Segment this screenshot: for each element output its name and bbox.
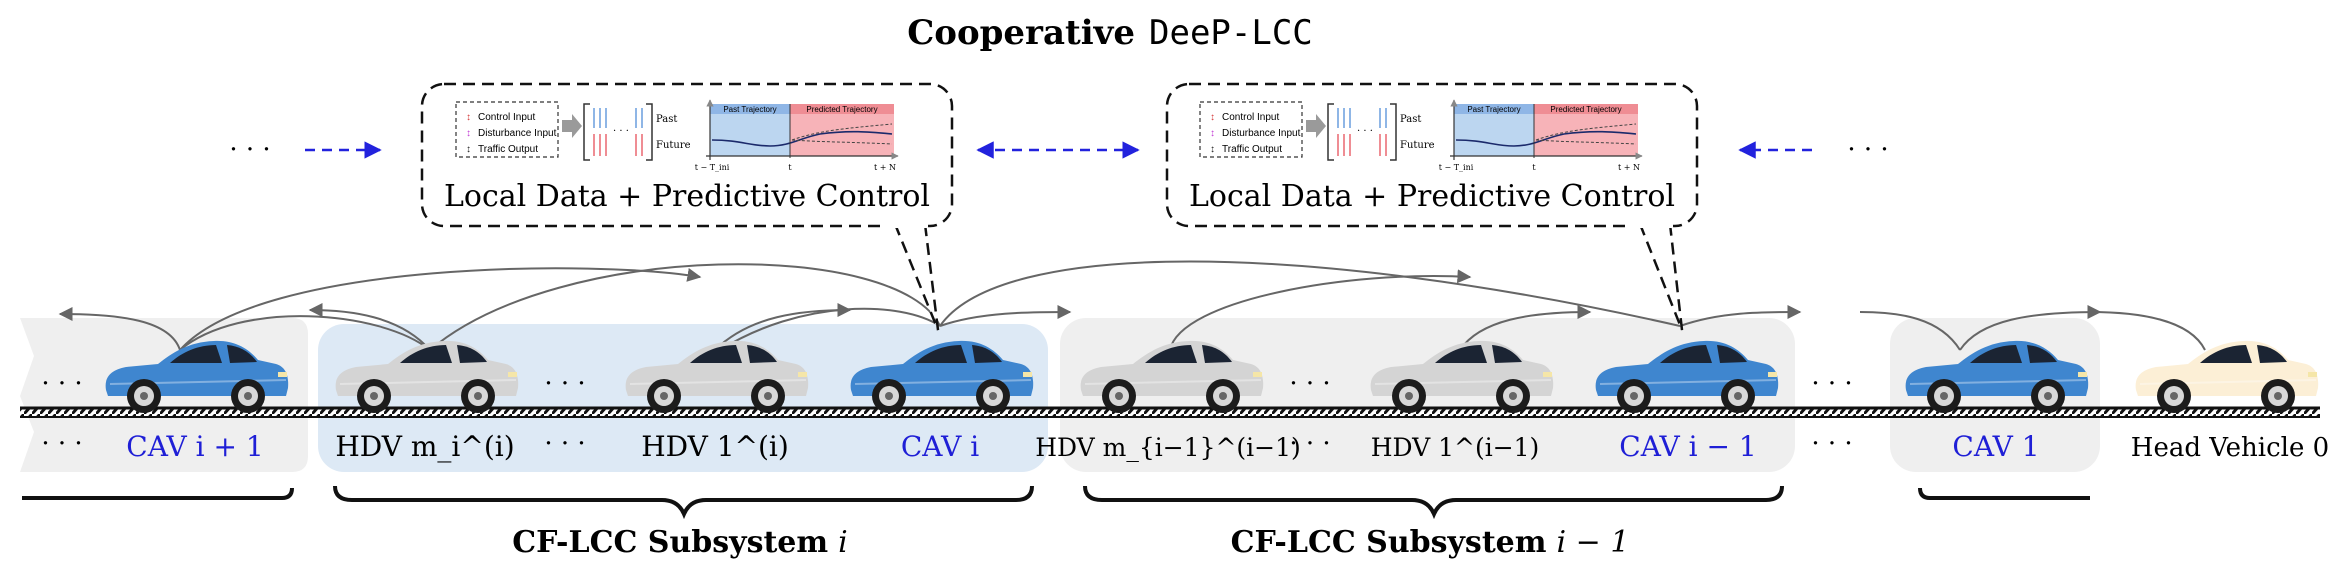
brace-left-partial xyxy=(22,487,294,500)
label-hdv-1-i-minus-1: HDV 1^(i−1) xyxy=(1371,433,1540,462)
brace-subsystem-i xyxy=(333,485,1034,520)
arc-hdv-m-i-minus-1 xyxy=(1169,269,1472,351)
ellipsis-road-3: · · · xyxy=(1289,369,1330,399)
title-bold: Cooperative xyxy=(907,13,1135,53)
callout-1-legend-control: Control Input xyxy=(478,112,535,123)
callout-2-caption: Local Data + Predictive Control xyxy=(1189,179,1675,214)
svg-text:↕: ↕ xyxy=(466,128,471,139)
ellipsis-lane-3: · · · xyxy=(1289,429,1330,459)
callout-2-pred-label: Predicted Trajectory xyxy=(1550,105,1621,114)
callout-1-tick-end: t + N xyxy=(874,163,896,172)
callout-1-past-label: Past Trajectory xyxy=(723,105,776,114)
callout-2-tail xyxy=(1638,223,1684,331)
ellipsis-road-4: · · · xyxy=(1811,369,1852,399)
arc-cav-1 xyxy=(1959,305,2102,351)
brace-subsystem-i-minus-1 xyxy=(1083,485,1784,520)
arc-to-hdv-m-i-long xyxy=(429,263,941,351)
callout-1-legend-box xyxy=(455,101,559,158)
label-head-vehicle: Head Vehicle 0 xyxy=(2131,433,2329,463)
arc-cav-i-plus-1-backward xyxy=(58,307,181,351)
ellipsis-lane-1: · · · xyxy=(41,429,82,459)
arc-cav-i-long xyxy=(939,260,1681,327)
callout-2-legend-disturbance: Disturbance Input xyxy=(1222,128,1301,139)
ellipsis-lane-4: · · · xyxy=(1811,429,1852,459)
brace-right-partial xyxy=(1918,487,2090,500)
callout-1-hankel-past: Past xyxy=(656,114,677,125)
callout-2-tick-start: t − T_ini xyxy=(1439,163,1474,172)
callout-1-pred-label: Predicted Trajectory xyxy=(806,105,877,114)
svg-text:↕: ↕ xyxy=(1210,112,1215,123)
callout-1-legend-disturbance: Disturbance Input xyxy=(478,128,557,139)
svg-text:↕: ↕ xyxy=(466,144,471,155)
vehicle-labels: CAV i + 1 HDV m_i^(i) HDV 1^(i) CAV i HD… xyxy=(126,430,2329,463)
ellipses: · · · · · · · · · · · · · · · · · · · · … xyxy=(41,135,1888,459)
arc-from-cav-i-forward xyxy=(939,305,1072,327)
ellipsis-lane-2: · · · xyxy=(544,429,585,459)
callout-2: ↕ Control Input ↕ Disturbance Input ↕ Traff… xyxy=(1165,82,1699,331)
title-mono: DeeP-LCC xyxy=(1149,13,1313,53)
arc-hdv1-i-minus-1 xyxy=(1459,305,1592,351)
information-flow-arcs xyxy=(58,260,2206,351)
callout-2-hankel-past: Past xyxy=(1400,114,1421,125)
arc-cav-i-backward xyxy=(719,307,941,351)
ellipsis-road-2: · · · xyxy=(544,369,585,399)
arc-cav-i-minus-1-forward xyxy=(1679,305,1802,327)
callout-1-tick-start: t − T_ini xyxy=(695,163,730,172)
callout-1-tick-mid: t xyxy=(788,163,792,172)
callout-2-hankel-dots: · · · xyxy=(1357,126,1373,137)
callout-2-past-label: Past Trajectory xyxy=(1467,105,1520,114)
callout-2-legend-box xyxy=(1199,101,1303,158)
callout-2-flow-arrow xyxy=(1306,114,1326,138)
callout-2-tick-mid: t xyxy=(1532,163,1536,172)
arc-long-top-i xyxy=(179,267,702,351)
callout-1-hankel-dots: · · · xyxy=(613,126,629,137)
diagram-title: Cooperative DeeP-LCC xyxy=(907,13,1313,53)
callout-1-hankel-future: Future xyxy=(656,140,691,151)
svg-text:↕: ↕ xyxy=(466,112,471,123)
svg-text:↕: ↕ xyxy=(1210,144,1215,155)
ellipsis-road-1: · · · xyxy=(41,369,82,399)
callout-2-legend-output: Traffic Output xyxy=(1222,144,1282,155)
callout-2-tick-end: t + N xyxy=(1618,163,1640,172)
arc-to-cav-i-plus-1 xyxy=(308,303,431,351)
callout-1-legend-output: Traffic Output xyxy=(478,144,538,155)
arc-cav-1-back xyxy=(1859,311,1961,351)
label-hdv-m-i: HDV m_i^(i) xyxy=(335,430,514,463)
svg-text:↕: ↕ xyxy=(1210,128,1215,139)
callout-1-tail xyxy=(893,223,940,331)
ellipsis-top-right: · · · xyxy=(1847,135,1888,165)
ellipsis-top-left: · · · xyxy=(229,135,270,165)
label-hdv-1-i: HDV 1^(i) xyxy=(641,430,789,463)
label-cav-1: CAV 1 xyxy=(1952,430,2039,463)
label-cav-i-minus-1: CAV i − 1 xyxy=(1619,430,1756,463)
callout-2-legend-control: Control Input xyxy=(1222,112,1279,123)
label-cav-i-plus-1: CAV i + 1 xyxy=(126,430,263,463)
arc-head-vehicle xyxy=(2089,311,2206,351)
callout-1: ↕ Control Input ↕ Disturbance Input ↕ Traff… xyxy=(420,82,954,331)
braces xyxy=(22,485,2090,520)
callout-1-flow-arrow xyxy=(562,114,582,138)
callout-2-hankel-future: Future xyxy=(1400,140,1435,151)
label-cav-i: CAV i xyxy=(901,430,979,463)
callout-1-caption: Local Data + Predictive Control xyxy=(444,179,930,214)
car-head-vehicle xyxy=(2134,339,2320,414)
label-hdv-m-i-minus-1: HDV m_{i−1}^(i−1) xyxy=(1035,433,1301,462)
subsystem-i-region xyxy=(318,324,1048,472)
